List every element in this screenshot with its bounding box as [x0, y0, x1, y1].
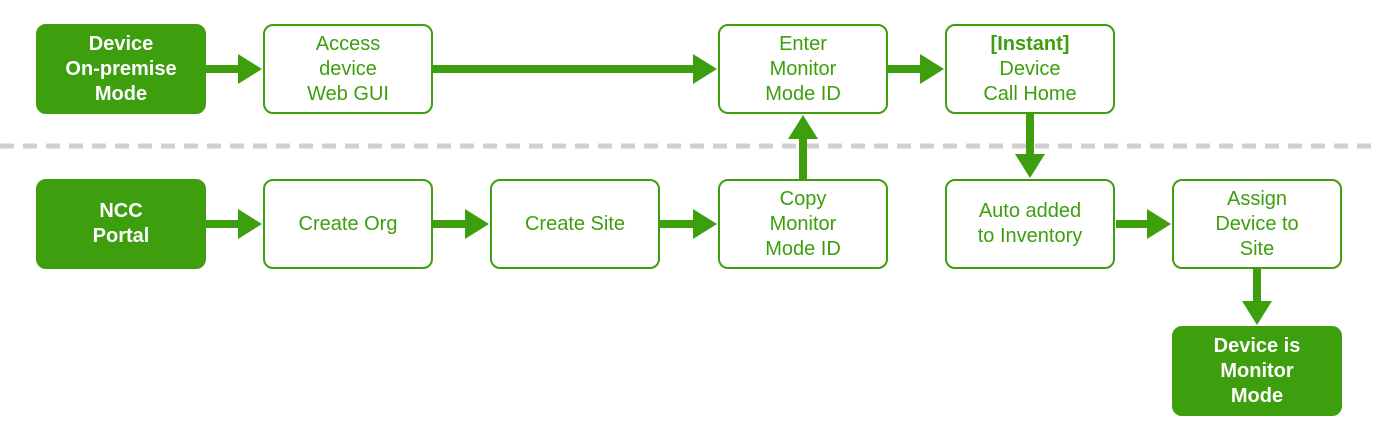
arrow-webgui-to-enter-id [433, 54, 717, 84]
access-web-gui-line-1: Access [315, 32, 381, 55]
copy-monitor-mode-id-node: Copy Monitor Mode ID [718, 179, 888, 269]
access-web-gui-node: Access device Web GUI [263, 24, 433, 114]
device-monitor-mode-line-1: Device is [1213, 334, 1301, 357]
arrow-assign-to-monitor-mode [1242, 269, 1272, 325]
device-call-home-node: [Instant] Device Call Home [945, 24, 1115, 114]
device-monitor-mode-line-3: Mode [1230, 384, 1284, 407]
device-onpremise-mode-node: Device On-premise Mode [36, 24, 206, 114]
access-web-gui-line-2: device [319, 57, 377, 80]
device-call-home-line-3: Call Home [983, 82, 1077, 105]
device-call-home-line-1: [Instant] [990, 32, 1070, 55]
copy-monitor-mode-id-line-2: Monitor [769, 212, 837, 235]
arrow-copy-id-to-enter-id [788, 115, 818, 179]
arrow-call-home-to-inventory [1015, 114, 1045, 178]
device-onpremise-mode-line-1: Device [88, 32, 154, 55]
enter-monitor-mode-id-line-2: Monitor [769, 57, 837, 80]
ncc-portal-line-2: Portal [92, 225, 150, 247]
create-site-line-1: Create Site [524, 212, 626, 235]
arrow-ncc-to-create-org [206, 209, 262, 239]
device-onpremise-mode-line-3: Mode [94, 82, 148, 105]
copy-monitor-mode-id-line-3: Mode ID [765, 237, 841, 260]
enter-monitor-mode-id-node: Enter Monitor Mode ID [718, 24, 888, 114]
arrow-site-to-copy-id [660, 209, 717, 239]
device-monitor-mode-line-2: Monitor [1220, 359, 1294, 382]
ncc-portal-node: NCC Portal [36, 179, 206, 269]
enter-monitor-mode-id-line-1: Enter [779, 32, 827, 55]
auto-added-inventory-line-1: Auto added [978, 200, 1082, 222]
ncc-portal-line-1: NCC [99, 200, 143, 222]
device-monitor-mode-node: Device is Monitor Mode [1172, 326, 1342, 416]
arrow-org-to-site [433, 209, 489, 239]
auto-added-inventory-line-2: to Inventory [977, 225, 1083, 247]
copy-monitor-mode-id-line-1: Copy [779, 187, 827, 210]
assign-device-site-node: Assign Device to Site [1172, 179, 1342, 269]
create-org-line-1: Create Org [298, 212, 398, 235]
assign-device-site-line-3: Site [1239, 237, 1275, 260]
arrow-inventory-to-assign [1116, 209, 1171, 239]
arrow-enter-id-to-call-home [888, 54, 944, 84]
device-onpremise-mode-line-2: On-premise [65, 57, 177, 80]
arrow-onpremise-to-webgui [206, 54, 262, 84]
arrows-group [206, 54, 1272, 325]
create-site-node: Create Site [490, 179, 660, 269]
assign-device-site-line-1: Assign [1226, 187, 1288, 210]
auto-added-inventory-node: Auto added to Inventory [945, 179, 1115, 269]
device-call-home-line-2: Device [999, 57, 1061, 80]
access-web-gui-line-3: Web GUI [307, 82, 389, 105]
assign-device-site-line-2: Device to [1215, 212, 1299, 235]
create-org-node: Create Org [263, 179, 433, 269]
enter-monitor-mode-id-line-3: Mode ID [765, 82, 841, 105]
